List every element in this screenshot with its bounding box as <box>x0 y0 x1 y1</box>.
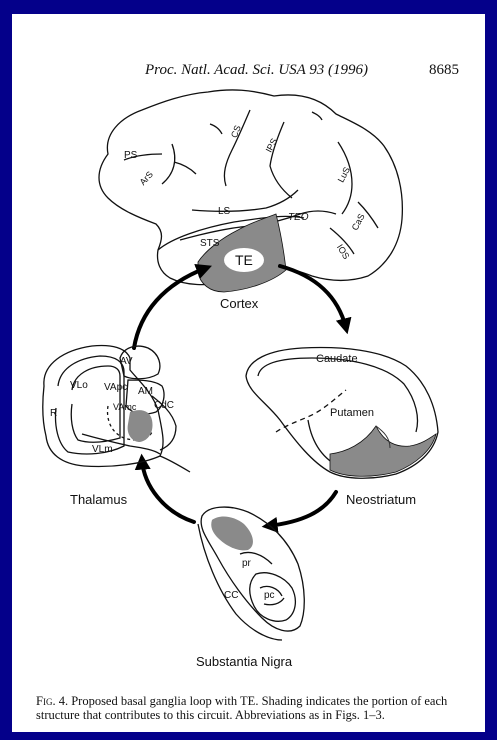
label-putamen: Putamen <box>330 407 374 419</box>
central-sulcus <box>224 110 250 186</box>
arrow-striatum-to-nigra <box>268 492 336 526</box>
lateral-sulcus <box>192 190 298 211</box>
thalamus-title: Thalamus <box>70 492 128 507</box>
label-cc: CC <box>224 590 238 601</box>
nigra-shaded-region <box>211 517 253 551</box>
label-vamc: VAmc <box>113 402 137 412</box>
label-ios: IOS <box>335 242 352 260</box>
arcuate-sulcus <box>162 144 196 184</box>
caption-text: Proposed basal ganglia loop with TE. Sha… <box>36 694 447 722</box>
putamen-shaded-region <box>330 426 436 476</box>
label-pr: pr <box>242 558 252 569</box>
label-r: R <box>50 408 57 419</box>
label-vlo: VLo <box>70 380 88 391</box>
arrow-thalamus-to-cortex <box>134 268 206 348</box>
label-vapc: VApc <box>104 382 127 393</box>
label-vlm: VLm <box>92 444 113 455</box>
label-teo: TEO <box>288 212 309 223</box>
label-sts: STS <box>200 238 220 249</box>
label-ls: LS <box>218 206 231 217</box>
substantia-nigra-title: Substantia Nigra <box>196 654 293 669</box>
figure-caption: Fig. 4. Proposed basal ganglia loop with… <box>36 694 476 722</box>
basal-ganglia-loop-figure: PS ArS CS IPS LuS LS TEO CaS STS IOS TE … <box>12 14 485 674</box>
label-ars: ArS <box>138 169 155 187</box>
intraparietal-sulcus <box>270 122 292 198</box>
neostriatum-title: Neostriatum <box>346 492 416 507</box>
label-te: TE <box>235 252 253 268</box>
label-pc: pc <box>264 590 275 601</box>
label-cs: CS <box>229 124 243 139</box>
arrow-cortex-to-striatum <box>280 266 346 328</box>
figure-number: Fig. 4. <box>36 694 68 708</box>
vamc-shaded-region <box>128 410 153 442</box>
cortex-title: Cortex <box>220 296 259 311</box>
label-caudate: Caudate <box>316 353 358 365</box>
label-ps: PS <box>124 150 138 161</box>
label-av: AV <box>120 356 133 367</box>
label-cdc: CdC <box>154 400 174 411</box>
label-cas: CaS <box>350 212 367 232</box>
label-am: AM <box>138 386 153 397</box>
paper-page: Proc. Natl. Acad. Sci. USA 93 (1996) 868… <box>12 14 485 732</box>
